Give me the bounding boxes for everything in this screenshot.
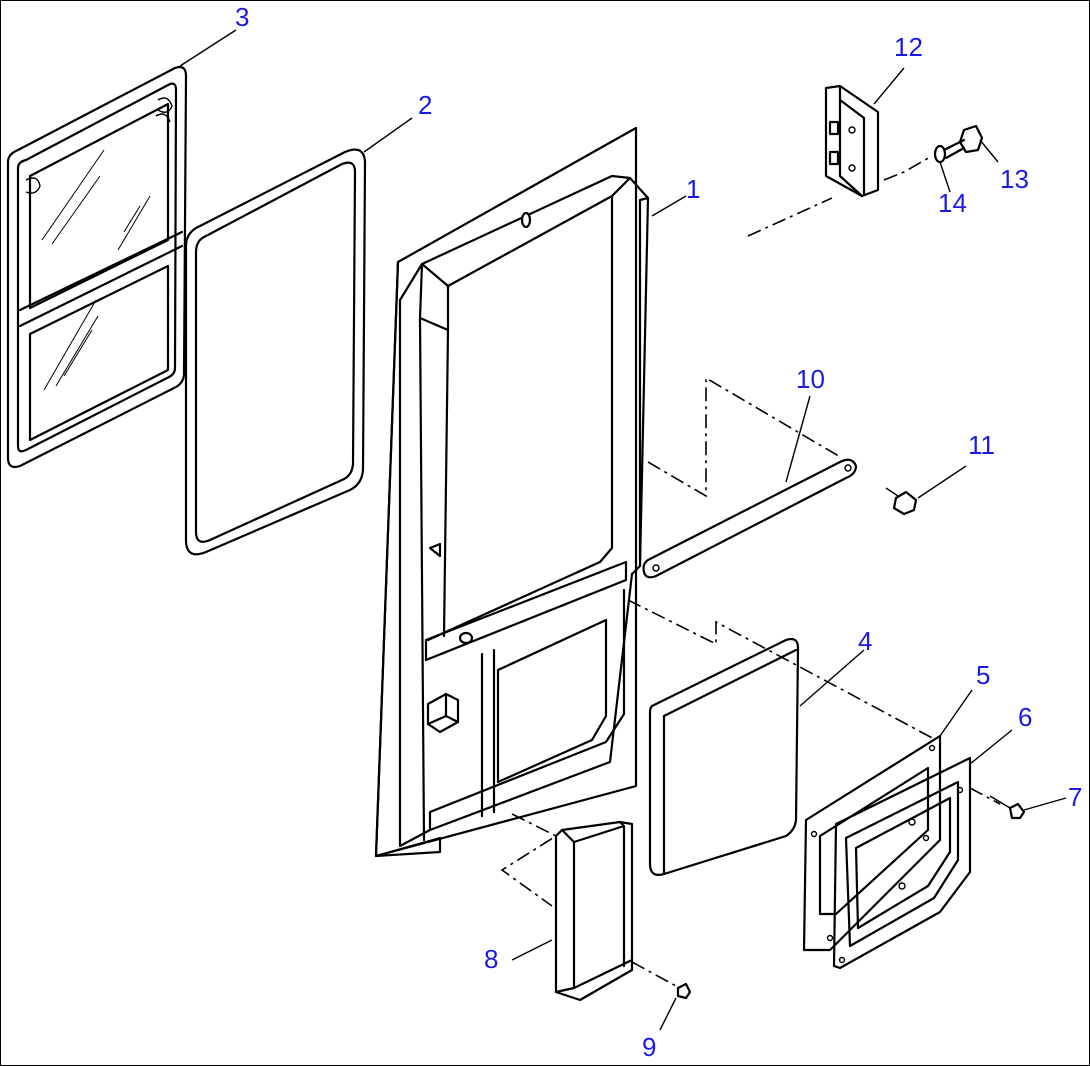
callout-8: 8 <box>484 944 499 974</box>
part-9-screw <box>676 982 692 1000</box>
callout-4: 4 <box>858 626 873 656</box>
part-13-bolt <box>942 124 984 160</box>
callout-3: 3 <box>235 2 250 32</box>
assembly-center-lines <box>500 155 1001 987</box>
part-11-bolt <box>885 487 918 516</box>
part-1-door-frame <box>374 126 650 858</box>
callout-11: 11 <box>968 430 995 460</box>
part-2-window-seal <box>184 148 367 556</box>
part-5-gasket-plate <box>802 734 942 952</box>
part-6-cover-plate <box>832 756 972 970</box>
part-10-stay-rod <box>642 458 858 579</box>
callout-7: 7 <box>1068 782 1083 812</box>
callout-12: 12 <box>894 32 923 62</box>
callout-10: 10 <box>796 364 825 394</box>
callout-6: 6 <box>1018 702 1033 732</box>
part-3-window-sash <box>6 65 188 469</box>
callout-leader-lines <box>179 29 1067 1031</box>
callout-9: 9 <box>642 1032 657 1062</box>
part-12-hinge <box>824 84 880 198</box>
callout-5: 5 <box>976 660 991 690</box>
callout-2: 2 <box>418 90 433 120</box>
part-8-lower-cover <box>554 820 634 1002</box>
part-4-trim-panel <box>648 637 800 876</box>
callout-13: 13 <box>1000 164 1029 194</box>
callout-14: 14 <box>938 188 967 218</box>
part-7-screw <box>989 795 1026 820</box>
callout-1: 1 <box>686 174 701 204</box>
part-14-washer <box>933 144 947 164</box>
